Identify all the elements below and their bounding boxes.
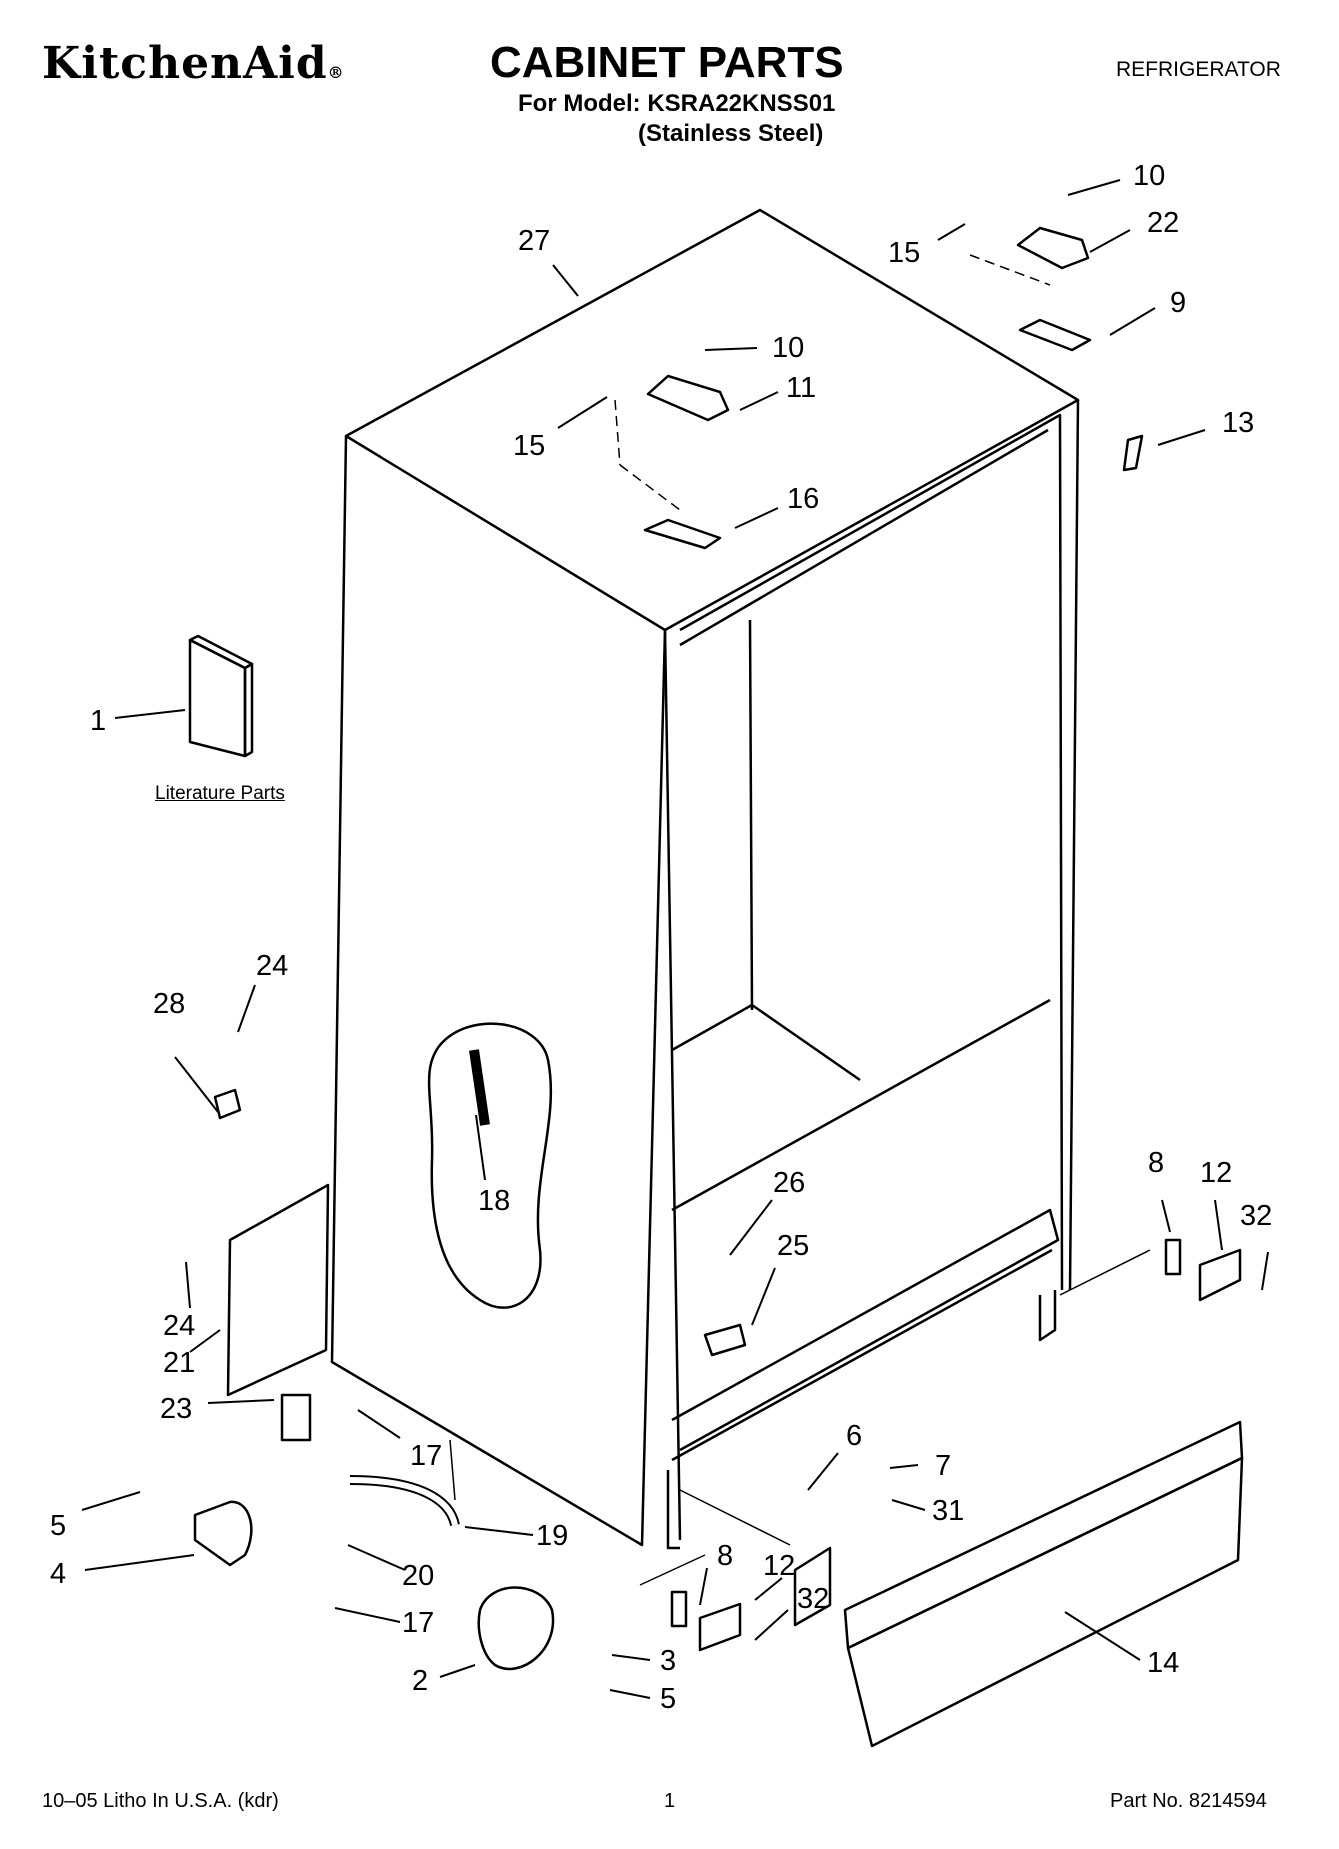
cabinet-bottom-rail [671, 1208, 1060, 1452]
part-roller-front [477, 1586, 555, 1671]
cabinet-left-side [330, 435, 667, 1547]
cabinet-front-opening [679, 413, 1064, 1291]
footer-part-number: Part No. 8214594 [1110, 1790, 1267, 1812]
part-hinge-top-center [643, 518, 722, 550]
callout-25: 25 [777, 1230, 809, 1262]
rear-vent-panel [226, 1183, 330, 1397]
part-clip-25 [703, 1323, 747, 1357]
callout-arrows [81, 179, 1269, 1699]
part-shim-right [1164, 1238, 1182, 1276]
brand-logo: KitchenAid® [42, 38, 345, 89]
part-hinge-bottom-right [1198, 1248, 1242, 1302]
callout-21: 21 [163, 1347, 195, 1379]
cabinet-front-right-edge [1068, 399, 1080, 1291]
leader-dashed-2 [614, 399, 621, 466]
cabinet-floor-line [671, 998, 1051, 1212]
part-hinge-cover-top [1016, 226, 1090, 270]
part-strip-13 [1122, 434, 1144, 472]
cabinet-crisper-ridge [671, 1003, 861, 1082]
cabinet-drawing [188, 208, 1244, 1748]
callout-2: 2 [412, 1665, 428, 1697]
part-shim-left [670, 1590, 688, 1628]
part-hinge-bottom-left [698, 1602, 742, 1652]
cabinet-top [344, 208, 1080, 632]
callout-1: 1 [90, 705, 106, 737]
callout-11: 11 [786, 372, 816, 404]
literature-parts-label: Literature Parts [155, 783, 285, 804]
part-hinge-cover-center [646, 374, 730, 422]
brand-name: KitchenAid [42, 38, 328, 89]
callout-17-top: 17 [410, 1440, 442, 1472]
part-hinge-top-right [1018, 318, 1092, 352]
part-clip-28 [213, 1088, 242, 1120]
page-title: CABINET PARTS [490, 38, 844, 87]
brand-registered-mark: ® [327, 63, 345, 82]
callout-26: 26 [773, 1167, 805, 1199]
callout-23: 23 [160, 1393, 192, 1425]
callout-8-left: 8 [717, 1540, 733, 1572]
part-roller-rear [193, 1500, 253, 1567]
callout-15-top: 15 [888, 237, 920, 269]
callout-4: 4 [50, 1558, 66, 1590]
toe-grille-face [846, 1456, 1244, 1748]
callout-31: 31 [932, 1495, 964, 1527]
appliance-type: REFRIGERATOR [1116, 58, 1281, 81]
callout-27: 27 [518, 225, 550, 257]
callout-28: 28 [153, 988, 185, 1020]
cabinet-opening-inner [679, 428, 1049, 647]
cabinet-front-left-edge [663, 629, 682, 1541]
literature-booklet-spine [243, 662, 254, 758]
callout-12-left: 12 [763, 1550, 795, 1582]
callout-6: 6 [846, 1420, 862, 1452]
callout-8-right: 8 [1148, 1147, 1164, 1179]
leader-dashed-1 [969, 254, 1051, 286]
callout-24-top: 24 [256, 950, 288, 982]
footer-page-number: 1 [664, 1790, 676, 1812]
callout-10-top: 10 [1133, 160, 1165, 192]
part-hinge-bracket-center [793, 1546, 832, 1627]
callout-10-center: 10 [772, 332, 804, 364]
callout-15-center: 15 [513, 430, 545, 462]
callout-20: 20 [402, 1560, 434, 1592]
callout-5-left: 5 [50, 1510, 66, 1542]
part-heater-coil [469, 1049, 490, 1126]
callout-32-left: 32 [797, 1583, 829, 1615]
callout-24-bottom: 24 [163, 1310, 195, 1342]
footer-litho: 10–05 Litho In U.S.A. (kdr) [42, 1790, 279, 1812]
callout-7: 7 [935, 1450, 951, 1482]
callout-16: 16 [787, 483, 819, 515]
side-panel-cutaway [427, 1022, 553, 1309]
callout-22: 22 [1147, 207, 1179, 239]
cabinet-bottom-rail-lower [671, 1248, 1053, 1462]
finish-line: (Stainless Steel) [638, 120, 824, 147]
assembly-line-right [1059, 1249, 1151, 1296]
callout-9: 9 [1170, 287, 1186, 319]
callout-13: 13 [1222, 407, 1254, 439]
assembly-line-center [679, 1489, 791, 1546]
callout-32-right: 32 [1240, 1200, 1272, 1232]
callout-12-right: 12 [1200, 1157, 1232, 1189]
cabinet-left-foot [666, 1470, 680, 1550]
model-line: For Model: KSRA22KNSS01 [518, 90, 836, 117]
callout-18: 18 [478, 1185, 510, 1217]
assembly-line-tube [449, 1439, 456, 1501]
callout-5-bottom: 5 [660, 1683, 676, 1715]
callout-17-bottom: 17 [402, 1607, 434, 1639]
assembly-line-left [639, 1554, 706, 1586]
callout-14: 14 [1147, 1647, 1179, 1679]
callout-3: 3 [660, 1645, 676, 1677]
callout-19: 19 [536, 1520, 568, 1552]
part-water-tube-inner [349, 1477, 458, 1526]
part-clip-23 [280, 1393, 312, 1442]
toe-grille-top [843, 1420, 1244, 1650]
literature-booklet-top [188, 634, 254, 670]
cabinet-divider [748, 619, 754, 1011]
callout-labels: 27 10 22 15 9 10 11 15 13 16 1 24 28 18 … [50, 160, 1272, 1715]
cabinet-right-foot [1038, 1290, 1057, 1342]
leader-dashed-3 [619, 464, 681, 511]
